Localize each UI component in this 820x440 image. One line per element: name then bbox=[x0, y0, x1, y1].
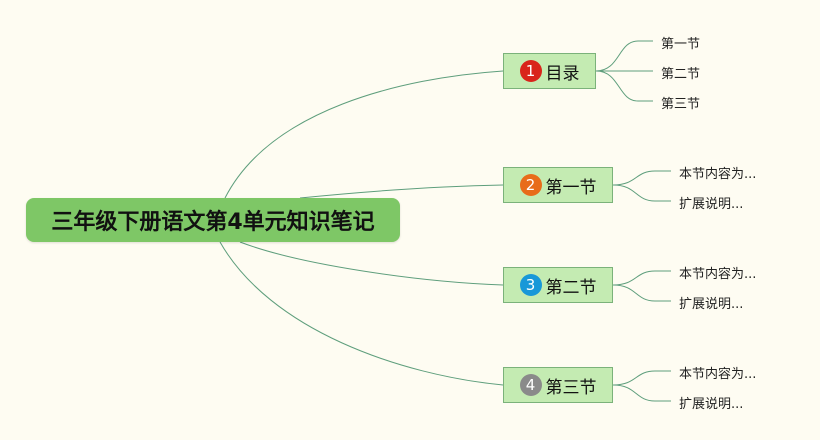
subtopic-section3-extension[interactable]: 扩展说明... bbox=[679, 397, 744, 412]
subtopic-section2-content[interactable]: 本节内容为... bbox=[679, 267, 757, 282]
subtopic-contents-1[interactable]: 第一节 bbox=[661, 37, 701, 52]
branch-label: 第二节 bbox=[545, 277, 597, 298]
root-to-contents-connector bbox=[224, 70, 504, 199]
branch-topic-contents[interactable]: 1 目录 bbox=[503, 53, 596, 89]
subtopic-section3-content[interactable]: 本节内容为... bbox=[679, 367, 757, 382]
subtopic-contents-3[interactable]: 第三节 bbox=[661, 97, 701, 112]
root-to-section3-connector bbox=[219, 241, 504, 386]
subtopic-contents-2[interactable]: 第二节 bbox=[661, 67, 701, 82]
branch-label: 第一节 bbox=[545, 177, 597, 198]
contents-subtopic-connector-1 bbox=[595, 40, 653, 72]
root-topic-title: 三年级下册语文第4单元知识笔记 bbox=[51, 210, 375, 235]
branch-topic-section-1[interactable]: 2 第一节 bbox=[503, 167, 613, 203]
branch-label: 目录 bbox=[545, 63, 580, 84]
root-to-section2-connector bbox=[239, 241, 504, 286]
number-2-badge-icon: 2 bbox=[519, 174, 542, 196]
branch-topic-section-2[interactable]: 3 第二节 bbox=[503, 267, 613, 303]
root-topic[interactable]: 三年级下册语文第4单元知识笔记 bbox=[26, 198, 400, 242]
number-4-badge-icon: 4 bbox=[519, 374, 542, 396]
section1-subtopic-connector-2 bbox=[612, 184, 671, 202]
section2-subtopic-connector-1 bbox=[612, 270, 671, 286]
number-1-badge-icon: 1 bbox=[519, 60, 542, 82]
section3-subtopic-connector-2 bbox=[612, 384, 671, 402]
subtopic-section1-content[interactable]: 本节内容为... bbox=[679, 167, 757, 182]
root-to-section1-connector bbox=[299, 184, 504, 199]
section3-subtopic-connector-1 bbox=[612, 370, 671, 386]
number-3-badge-icon: 3 bbox=[519, 274, 542, 296]
contents-subtopic-connector-3 bbox=[595, 70, 653, 102]
subtopic-section1-extension[interactable]: 扩展说明... bbox=[679, 197, 744, 212]
branch-topic-section-3[interactable]: 4 第三节 bbox=[503, 367, 613, 403]
section2-subtopic-connector-2 bbox=[612, 284, 671, 302]
branch-label: 第三节 bbox=[545, 377, 597, 398]
section1-subtopic-connector-1 bbox=[612, 170, 671, 186]
subtopic-section2-extension[interactable]: 扩展说明... bbox=[679, 297, 744, 312]
